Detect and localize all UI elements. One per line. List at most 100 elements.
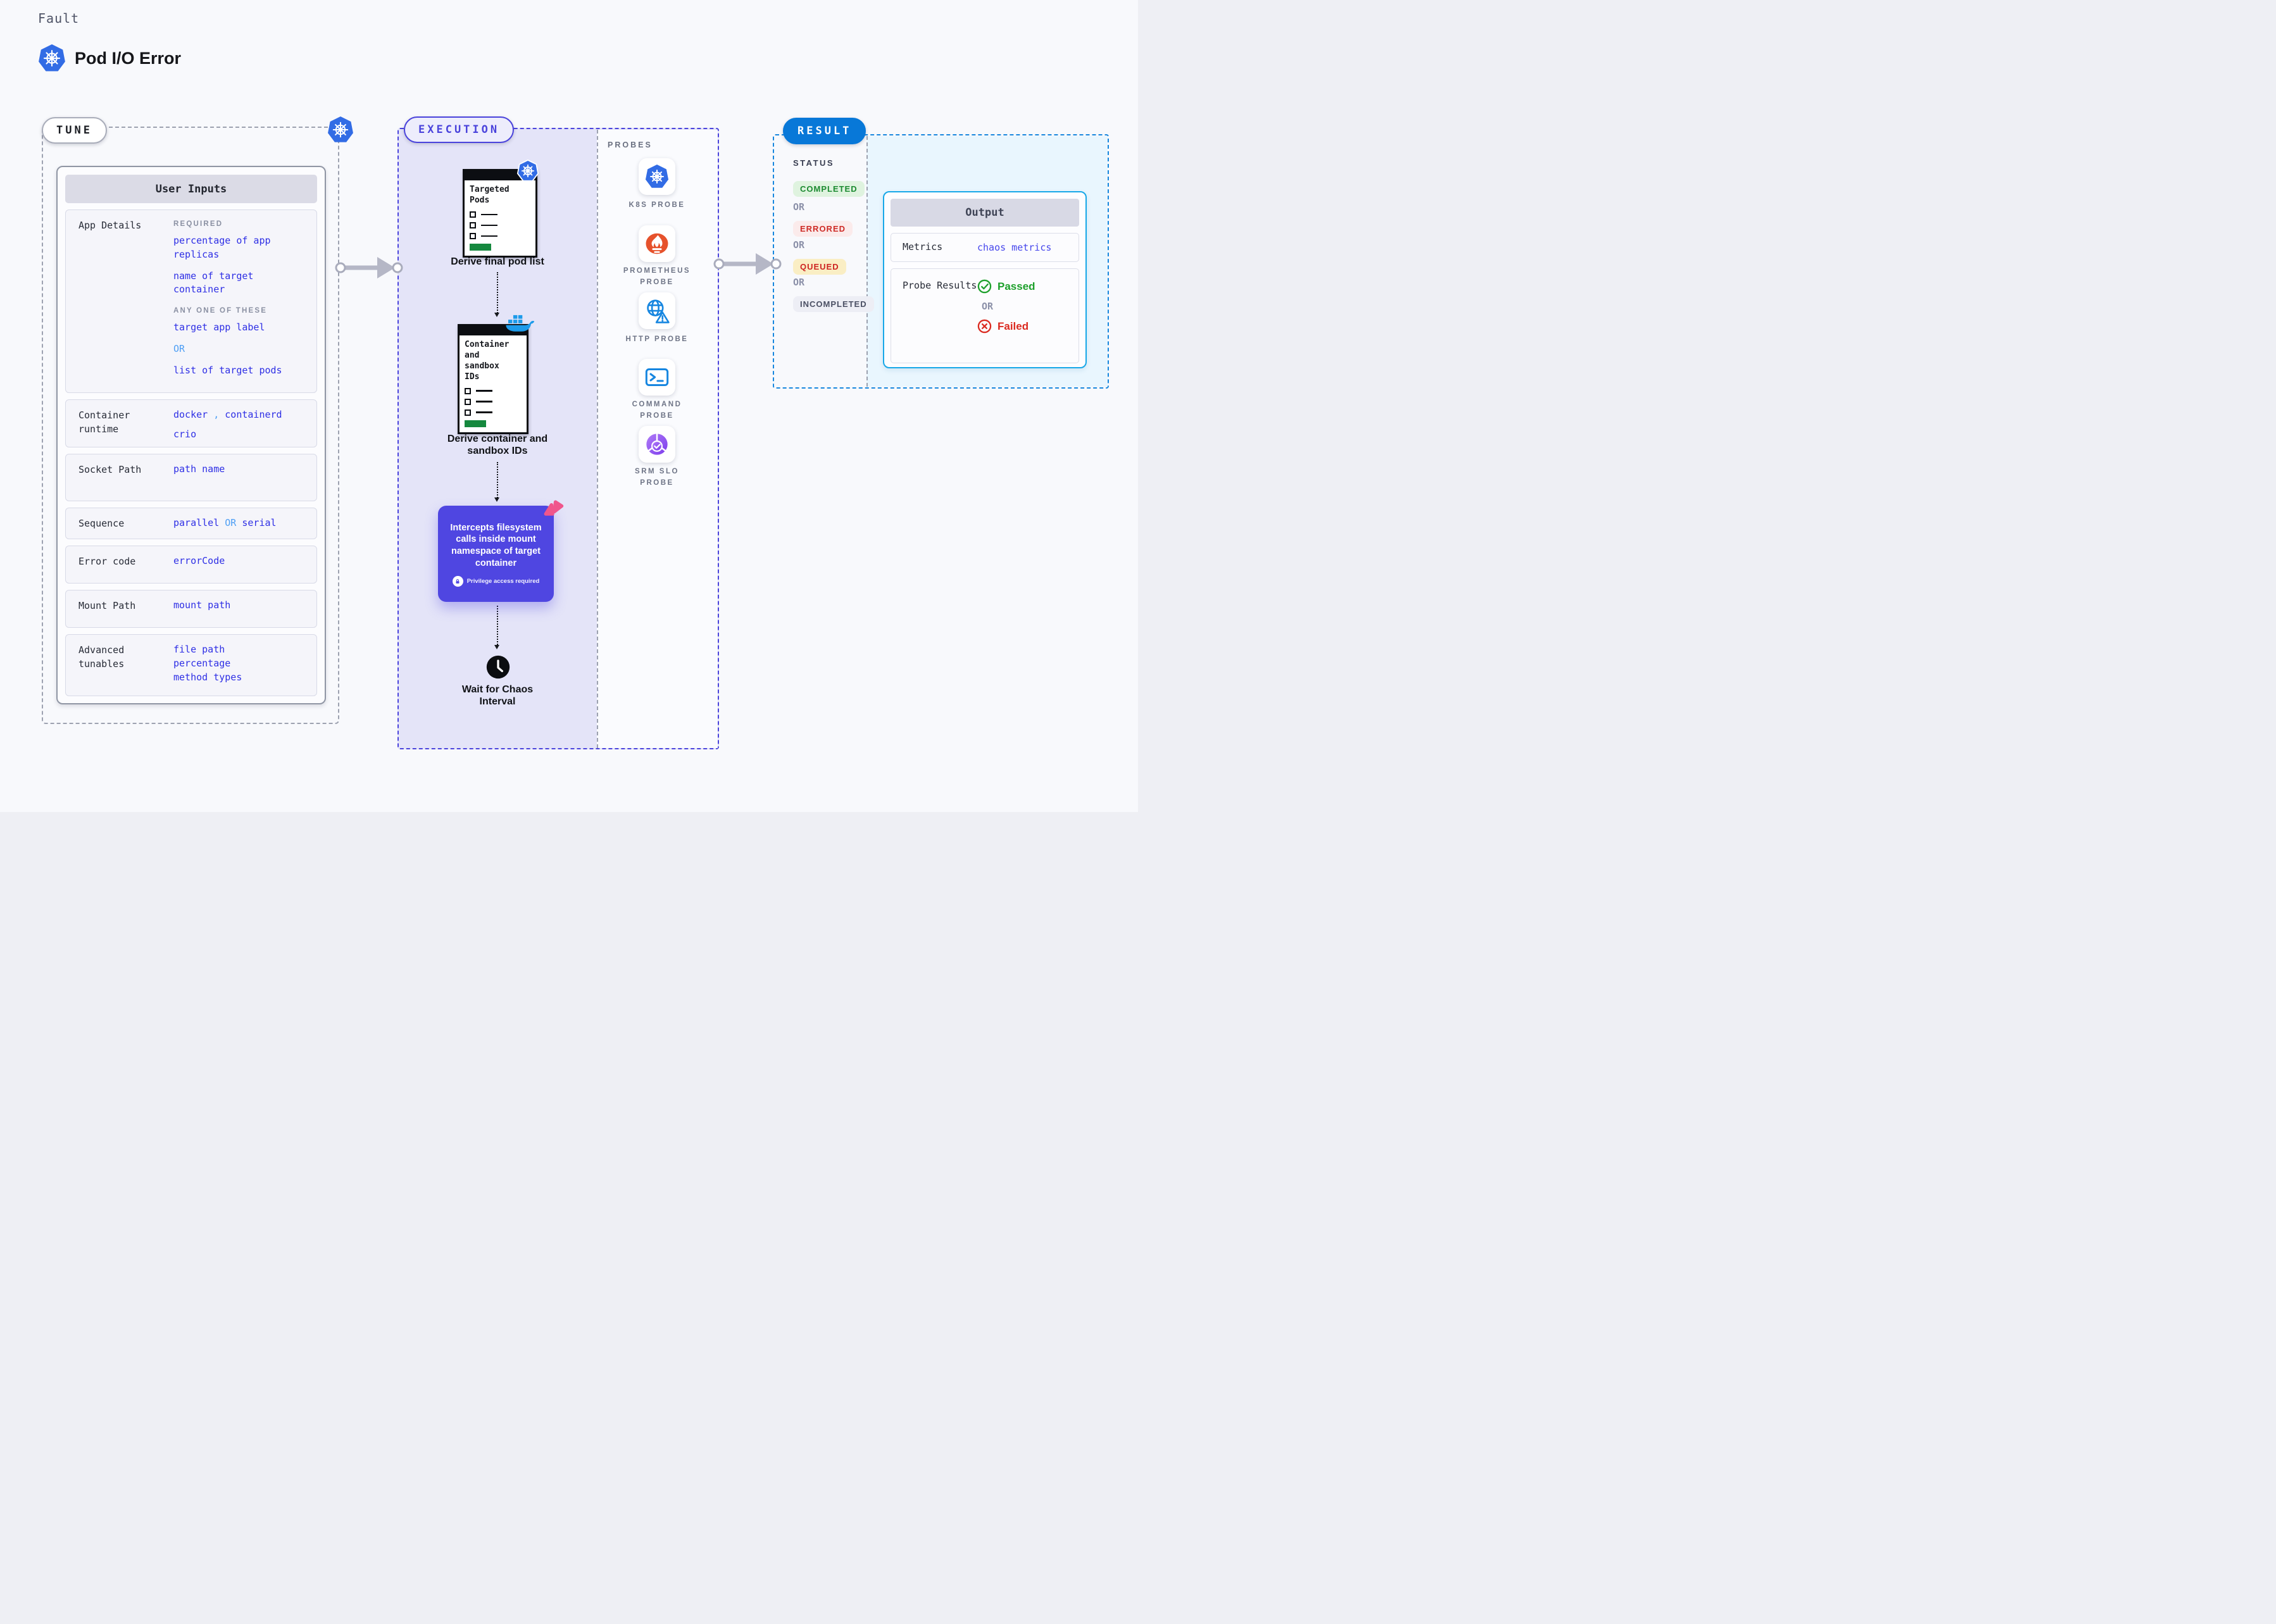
step-caption: Wait for Chaos Interval <box>461 684 534 708</box>
docker-whale-icon <box>506 315 534 332</box>
probe-results-label: Probe Results <box>903 280 977 291</box>
container-sandbox-document: Container and sandbox IDs <box>458 324 528 434</box>
or-separator: OR <box>982 301 994 312</box>
passed-line: Passed <box>977 279 1035 294</box>
any-one-caption: ANY ONE OF THESE <box>173 307 268 315</box>
row-values: parallel OR serial <box>173 517 277 529</box>
value-item: target app label <box>173 322 265 333</box>
row-label: Advanced tunables <box>78 644 125 670</box>
or-separator: OR <box>225 517 237 529</box>
checkbox-item <box>465 409 522 416</box>
targeted-pods-document: Targeted Pods <box>463 169 537 258</box>
row-values: file path percentage method types <box>173 643 300 688</box>
or-separator: OR <box>793 201 805 213</box>
failed-text: Failed <box>997 320 1029 332</box>
arrow-execution-to-result <box>713 253 782 275</box>
row-label: Sequence <box>78 518 125 530</box>
flow-connector <box>494 462 499 502</box>
result-pill: RESULT <box>783 118 866 144</box>
probes-title: PROBES <box>608 141 653 149</box>
row-values: path name <box>173 463 225 475</box>
or-separator: OR <box>793 239 805 251</box>
checkbox-item <box>470 222 530 228</box>
checkbox-icon <box>470 222 476 228</box>
row-mount-path: Mount Path mount path <box>65 590 317 628</box>
metrics-value: chaos metrics <box>977 242 1052 253</box>
page-title-row: Pod I/O Error <box>38 44 181 72</box>
chaos-pink-icon <box>544 500 564 516</box>
flow-connector <box>494 272 499 317</box>
or-separator: OR <box>173 342 185 354</box>
passed-text: Passed <box>997 280 1035 292</box>
row-values: docker , containerd crio <box>173 408 300 440</box>
or-separator: OR <box>793 277 805 288</box>
row-container-runtime: Container runtime docker , containerd cr… <box>65 399 317 448</box>
fault-kicker: Fault <box>38 11 80 26</box>
terminal-icon <box>645 368 669 386</box>
clock-icon <box>486 655 510 679</box>
checkbox-item <box>470 211 530 218</box>
k8s-probe-card <box>639 158 675 195</box>
progress-bar <box>470 243 491 251</box>
intercept-step-card: Intercepts filesystem calls inside mount… <box>438 506 554 602</box>
checkbox-icon <box>470 232 476 239</box>
value-item: method types <box>173 671 242 683</box>
row-error-code: Error code errorCode <box>65 546 317 584</box>
intercept-text: Intercepts filesystem calls inside mount… <box>450 522 542 568</box>
row-advanced-tunables: Advanced tunables file path percentage m… <box>65 634 317 697</box>
value-item: list of target pods <box>173 364 282 376</box>
x-circle-icon <box>977 319 992 334</box>
document-title: Targeted Pods <box>470 185 510 205</box>
step-caption: Derive container and sandbox IDs <box>447 434 548 457</box>
comma-separator: , <box>208 409 225 421</box>
row-values: errorCode <box>173 555 225 567</box>
row-label: Container runtime <box>78 409 130 435</box>
checkbox-icon <box>470 211 476 218</box>
probe-label: COMMAND PROBE <box>632 401 682 420</box>
progress-bar <box>465 420 486 427</box>
check-circle-icon <box>977 279 992 294</box>
tune-section-box <box>42 127 339 724</box>
kubernetes-icon <box>39 44 65 72</box>
slo-check-icon <box>646 433 668 455</box>
prometheus-icon <box>646 233 668 254</box>
page-title: Pod I/O Error <box>75 48 182 68</box>
status-badge-incompleted: INCOMPLETED <box>793 296 874 312</box>
value-item: percentage of app replicas <box>173 235 271 260</box>
row-label: Error code <box>78 556 136 568</box>
step-caption: Derive final pod list <box>451 256 544 267</box>
metrics-label: Metrics <box>903 241 943 253</box>
required-caption: REQUIRED <box>173 220 223 228</box>
row-app-details: App Details REQUIRED percentage of app r… <box>65 209 317 394</box>
status-badge-completed: COMPLETED <box>793 181 865 197</box>
diagram-canvas: Fault Pod I/O Error TUNE User Inputs App… <box>0 0 1138 812</box>
kubernetes-icon <box>645 165 669 188</box>
value-item: crio <box>173 428 197 440</box>
value-item: percentage <box>173 658 231 669</box>
http-probe-card <box>639 292 675 329</box>
execution-pill: EXECUTION <box>404 116 515 143</box>
value-item: docker , containerd <box>173 409 282 421</box>
status-title: STATUS <box>793 158 835 168</box>
checkbox-item <box>465 398 522 405</box>
prometheus-probe-card <box>639 225 675 262</box>
checkbox-icon <box>465 409 471 416</box>
metrics-row: Metrics chaos metrics <box>891 233 1079 262</box>
probe-label: HTTP PROBE <box>625 335 689 343</box>
lock-icon <box>452 576 463 587</box>
row-label: Socket Path <box>78 464 142 476</box>
checkbox-icon <box>465 387 471 394</box>
status-badge-errored: ERRORED <box>793 221 853 237</box>
privilege-badge-text: Privilege access required <box>466 578 540 585</box>
srm-slo-probe-card <box>639 426 675 463</box>
document-title: Container and sandbox IDs <box>465 340 510 382</box>
output-header: Output <box>891 199 1079 227</box>
kubernetes-icon <box>328 116 353 142</box>
privilege-badge: Privilege access required <box>452 576 540 587</box>
row-values: mount path <box>173 599 231 611</box>
status-badge-queued: QUEUED <box>793 259 846 275</box>
user-inputs-card: User Inputs App Details REQUIRED percent… <box>56 166 326 704</box>
probe-label: PROMETHEUS PROBE <box>623 267 691 286</box>
kubernetes-badge-icon <box>516 159 539 182</box>
checkbox-item <box>470 232 530 239</box>
